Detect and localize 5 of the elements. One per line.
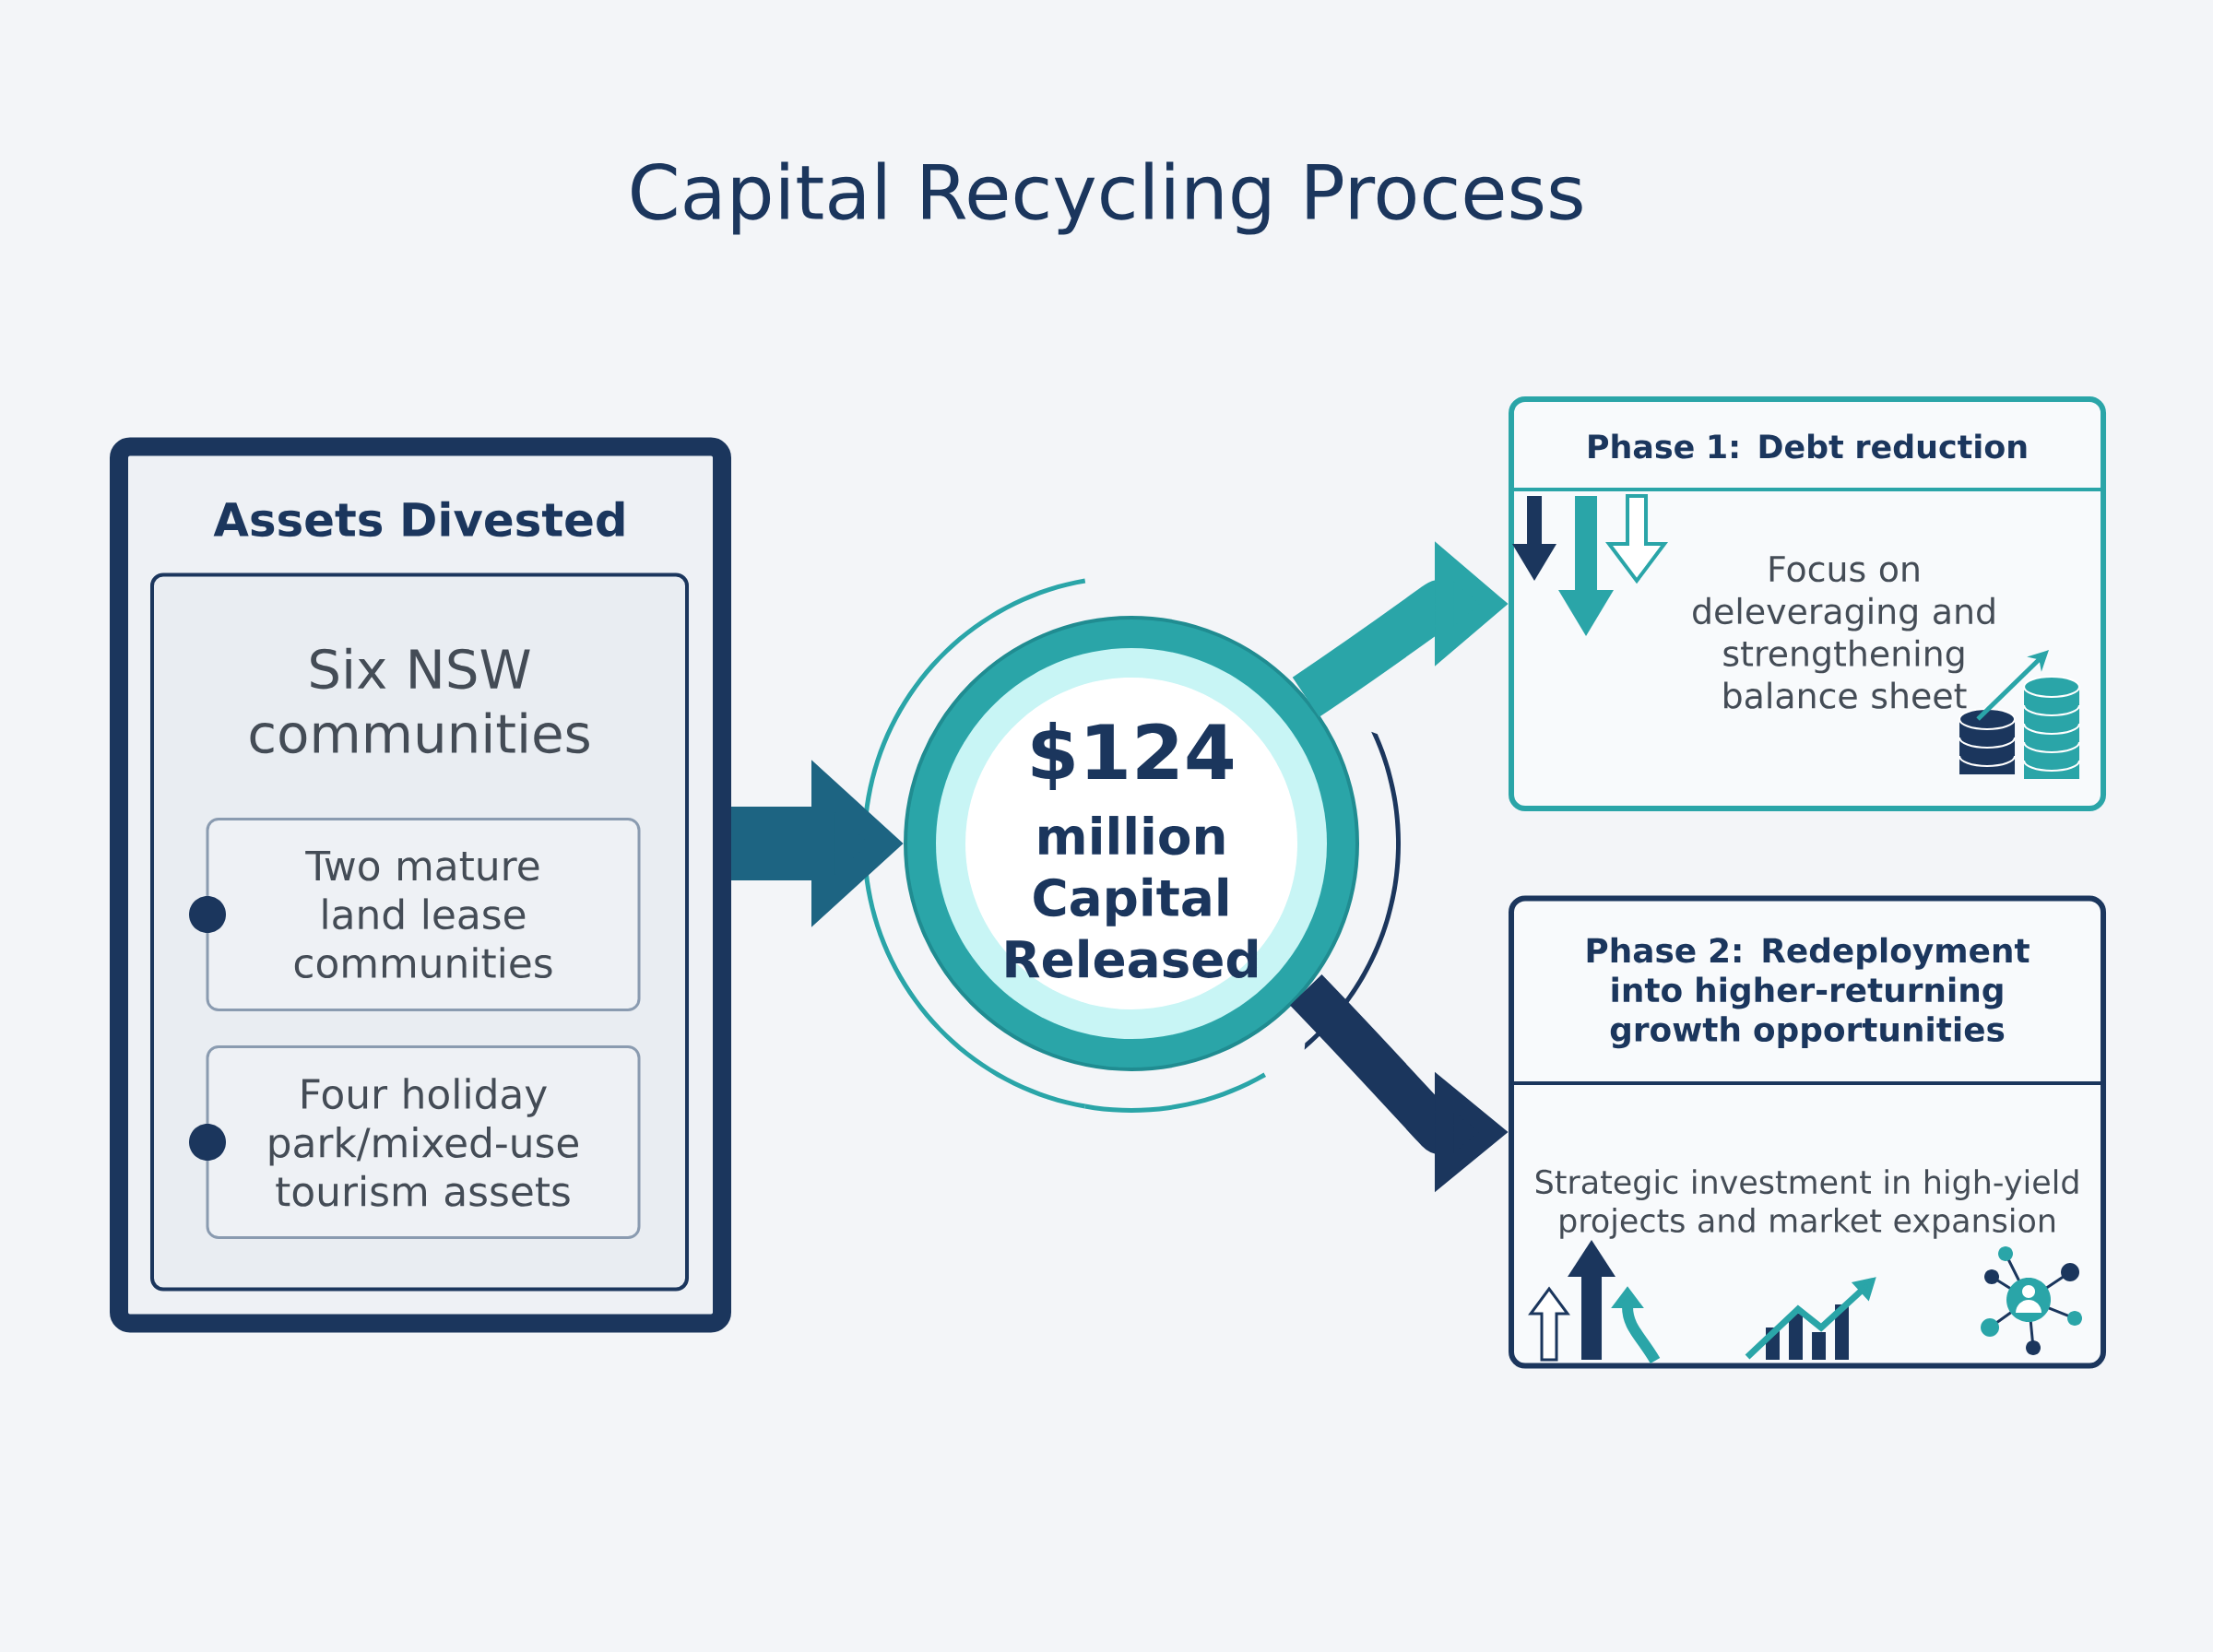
bullet-box: Four holiday park/mixed-use tourism assets — [189, 1045, 641, 1239]
bullet-box: Two mature land lease communities — [189, 818, 641, 1011]
title: Capital Recycling Process — [632, 161, 1582, 235]
phase-box: Phase 2: Redeployment into higher-returning growth opportunities Strategic investment in high-yield projects and market expansion — [1509, 895, 2107, 1369]
phase-box: Phase 1: Debt reduction Focus on deleveraging and strengthening balance sheet — [1509, 396, 2107, 811]
